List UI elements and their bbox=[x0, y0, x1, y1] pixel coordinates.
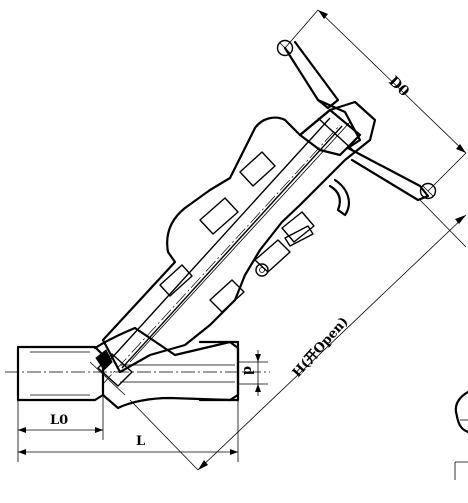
dim-l0: L0 bbox=[17, 395, 104, 440]
partial-side-view bbox=[454, 390, 468, 480]
handwheel bbox=[276, 39, 437, 217]
handwheel-knob-bottom bbox=[419, 182, 437, 200]
label-d0: D0 bbox=[385, 73, 412, 100]
centerlines bbox=[5, 124, 341, 386]
dim-h-open: H(开Open) bbox=[129, 199, 467, 471]
dim-d: d bbox=[238, 350, 268, 396]
label-h-open: H(开Open) bbox=[290, 314, 352, 380]
gland-bolt bbox=[255, 225, 314, 277]
label-l0: L0 bbox=[50, 413, 68, 428]
handwheel-knob-top bbox=[276, 39, 294, 57]
label-l: L bbox=[136, 434, 145, 449]
label-d: d bbox=[240, 366, 255, 375]
dim-l: L bbox=[17, 400, 239, 462]
